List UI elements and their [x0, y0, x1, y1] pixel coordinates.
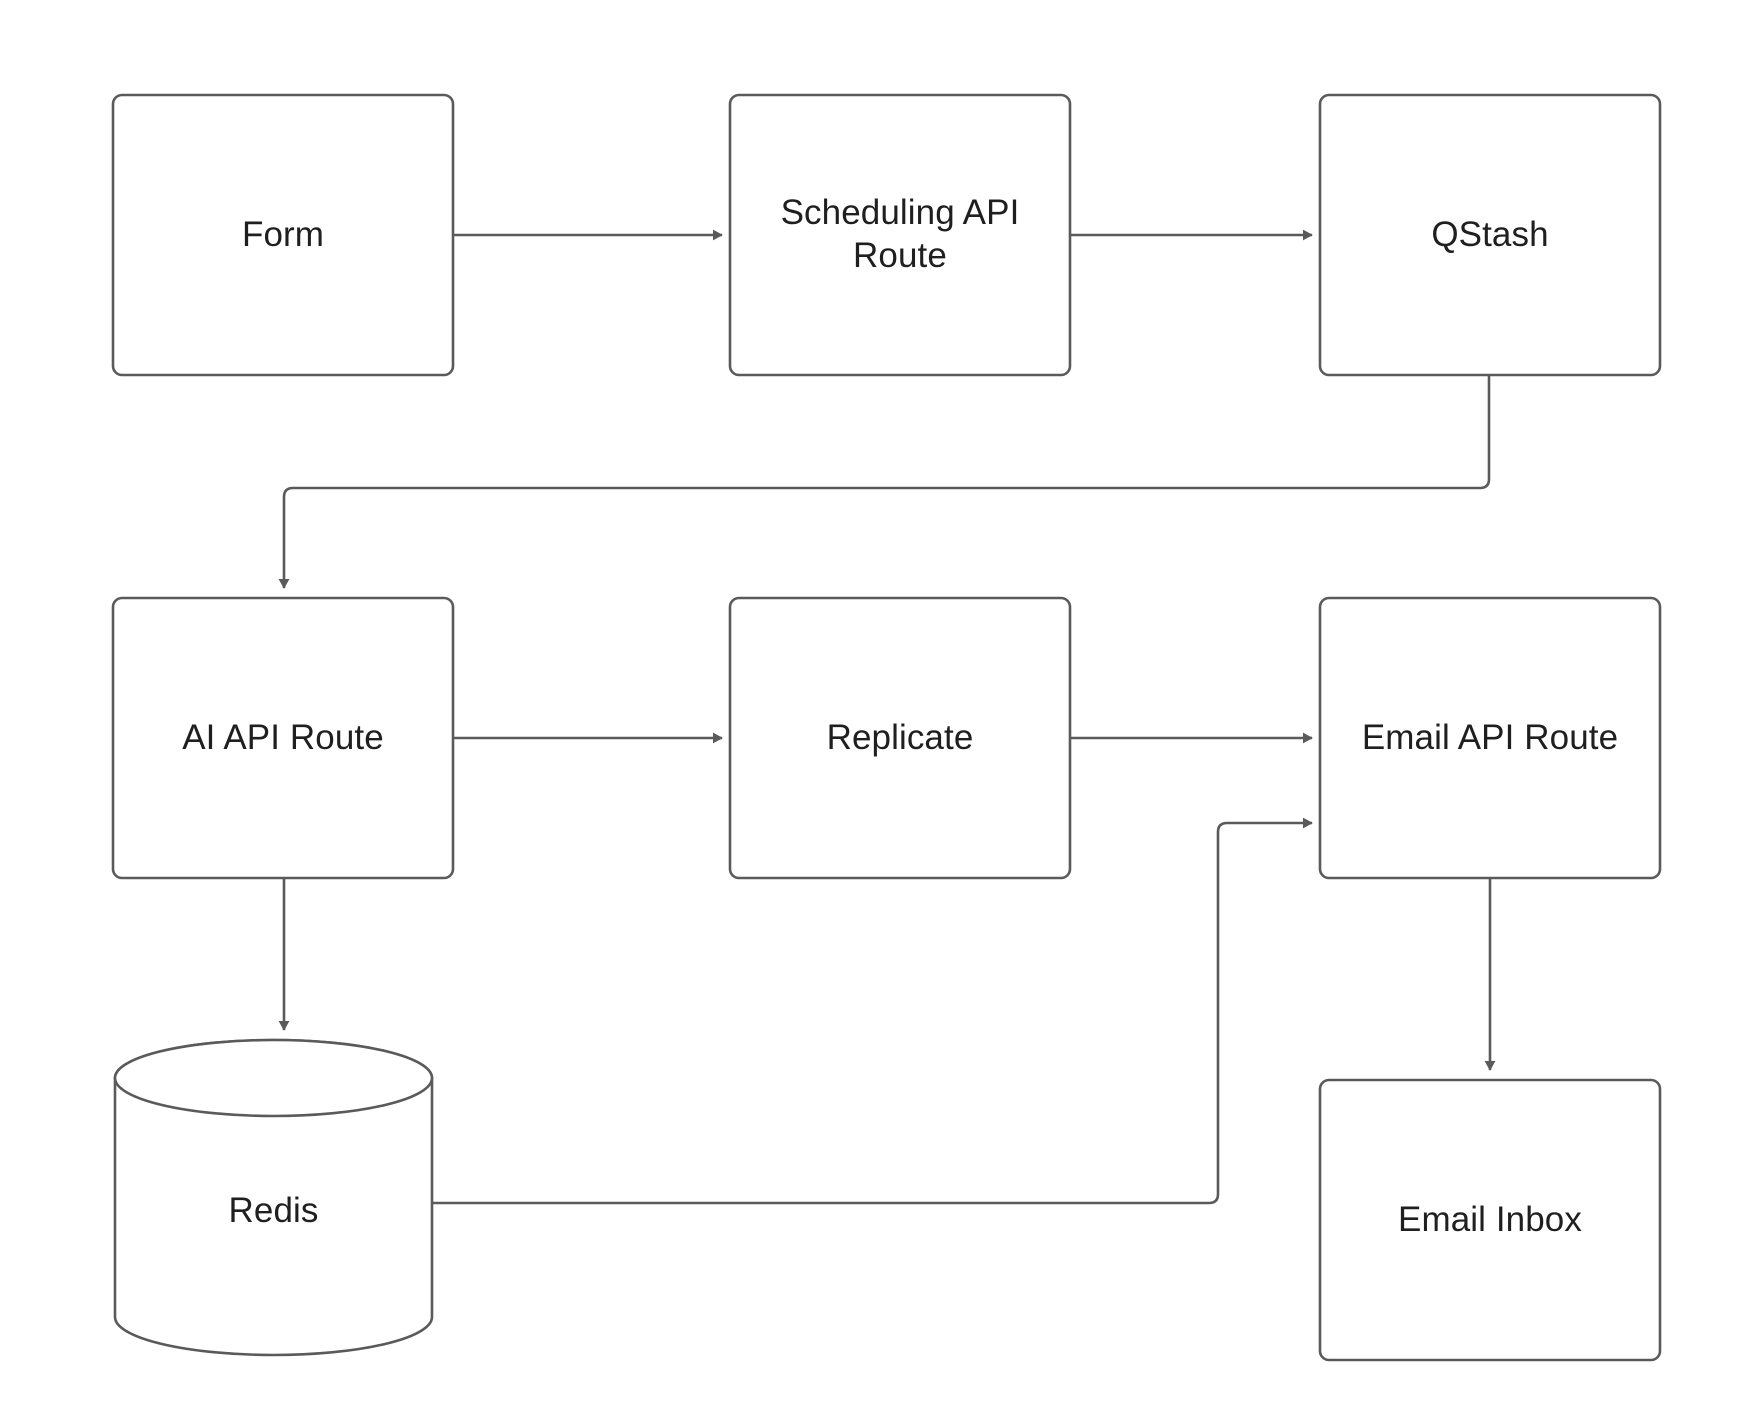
node-form[interactable] [113, 95, 453, 375]
edge-qstash-to-ai [278, 375, 1491, 589]
node-email-inbox[interactable] [1320, 1080, 1660, 1360]
edge-redis-to-email-api [432, 817, 1313, 1205]
node-shape-email-inbox [1318, 1078, 1662, 1362]
node-scheduling-api-route[interactable] [730, 95, 1070, 375]
node-shape-layer [111, 93, 1662, 1362]
node-shape-email-api-route [1318, 596, 1662, 880]
node-shape-scheduling-api-route [728, 93, 1072, 377]
node-shape-form [111, 93, 455, 377]
node-shape-qstash [1318, 93, 1662, 377]
node-qstash[interactable] [1320, 95, 1660, 375]
node-replicate[interactable] [730, 598, 1070, 878]
node-redis[interactable] [115, 1040, 432, 1355]
edge-layer [278, 229, 1496, 1205]
node-shape-redis [113, 1038, 434, 1357]
node-email-api-route[interactable] [1320, 598, 1660, 878]
node-shape-replicate [728, 596, 1072, 880]
node-shape-ai-api-route [111, 596, 455, 880]
node-ai-api-route[interactable] [113, 598, 453, 878]
